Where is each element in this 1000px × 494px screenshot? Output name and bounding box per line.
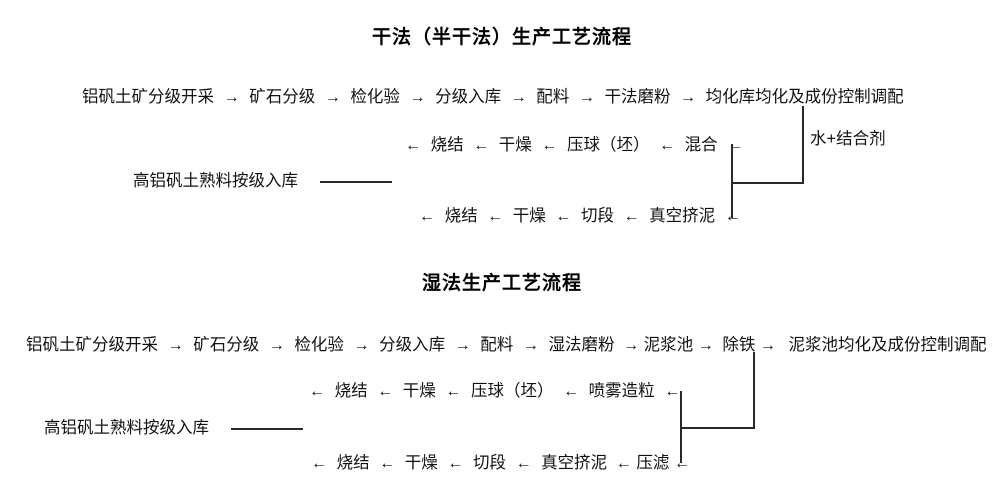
arrow-left-icon: ← [487,208,504,225]
dry-connector-vertical-left [731,144,733,218]
wet-flow-row-4: ← 烧结 ← 干燥 ← 切段 ← 真空挤泥 ← 压滤 ← [310,452,690,475]
dry-node-sintering: 烧结 [430,136,464,154]
wet-node-filter-press: 压滤 [636,454,670,472]
wet-flow-row-2: ← 烧结 ← 干燥 ← 压球（坯） ← 喷雾造粒 ← [308,380,681,403]
arrow-left-icon: ← [419,208,435,225]
wet-node-slurry-pool: 泥浆池 [643,336,694,354]
arrow-left-icon: ← [515,455,532,472]
arrow-left-icon: ← [615,455,632,472]
arrow-left-icon: ← [309,383,325,400]
wet-node-slurry-homogenizing: 泥浆池均化及成份控制调配 [788,336,987,354]
wet-node-ore-grading: 矿石分级 [193,336,260,354]
wet-node-graded-storage: 分级入库 [379,336,446,354]
wet-node-batching: 配料 [480,336,514,354]
wet-clinker-feed-line [231,428,303,430]
dry-connector-horizontal [731,182,803,184]
dry-node-cutting: 切段 [580,207,614,225]
dry-node-ore-grading: 矿石分级 [249,88,316,106]
dry-flow-row-2: ← 烧结 ← 干燥 ← 压球（坯） ← 混合 ← [404,134,744,157]
arrow-right-icon: → [454,337,471,354]
arrow-right-icon: → [167,337,184,354]
arrow-left-icon: ← [447,455,464,472]
arrow-right-icon: → [268,337,285,354]
arrow-right-icon: → [759,337,776,354]
arrow-left-icon: ← [379,455,396,472]
arrow-left-icon: ← [563,383,580,400]
wet-connector-vertical-right [753,352,755,429]
arrow-left-icon: ← [673,455,690,472]
wet-node-sintering: 烧结 [334,382,368,400]
dry-connector-vertical-right [802,106,804,184]
dry-clinker-feed-line [320,181,392,183]
wet-connector-horizontal [680,427,754,429]
arrow-right-icon: → [623,337,640,354]
arrow-right-icon: → [680,89,697,106]
arrow-left-icon: ← [659,137,676,154]
dry-flow-row-4: ← 烧结 ← 干燥 ← 切段 ← 真空挤泥 ← [418,205,742,228]
arrow-left-icon: ← [724,208,741,225]
wet-flow-row-3: 高铝矾土熟料按级入库 [44,417,209,439]
dry-node-sintering-2: 烧结 [444,207,478,225]
wet-node-cutting: 切段 [472,454,506,472]
wet-node-sintering-2: 烧结 [336,454,370,472]
arrow-left-icon: ← [311,455,327,472]
arrow-left-icon: ← [727,137,744,154]
arrow-left-icon: ← [445,383,462,400]
arrow-right-icon: → [223,89,240,106]
dry-node-balling: 压球（坯） [566,136,650,154]
dry-node-vacuum-extrusion: 真空挤泥 [649,207,716,225]
wet-node-drying-2: 干燥 [404,454,438,472]
dry-process-title: 干法（半干法）生产工艺流程 [372,27,633,48]
arrow-right-icon: → [697,337,714,354]
wet-connector-vertical-left [680,391,682,463]
arrow-right-icon: → [578,89,595,106]
arrow-right-icon: → [353,337,370,354]
dry-node-batching: 配料 [536,88,570,106]
wet-node-spray-granulation: 喷雾造粒 [588,382,655,400]
wet-node-clinker-storage: 高铝矾土熟料按级入库 [44,419,209,437]
arrow-left-icon: ← [555,208,572,225]
wet-node-drying: 干燥 [402,382,436,400]
arrow-left-icon: ← [473,137,490,154]
dry-node-clinker-storage: 高铝矾土熟料按级入库 [133,172,298,190]
wet-node-inspection: 检化验 [294,336,344,354]
arrow-right-icon: → [522,337,539,354]
dry-node-drying: 干燥 [498,136,532,154]
wet-flow-row-1: 铝矾土矿分级开采 → 矿石分级 → 检化验 → 分级入库 → 配料 → 湿法磨粉… [26,334,987,357]
wet-node-mining: 铝矾土矿分级开采 [26,336,158,354]
dry-node-dry-milling: 干法磨粉 [604,88,671,106]
wet-node-vacuum-extrusion: 真空挤泥 [541,454,608,472]
dry-node-mining: 铝矾土矿分级开采 [82,88,214,106]
dry-additive-note: 水+结合剂 [810,130,886,148]
arrow-right-icon: → [409,89,426,106]
dry-flow-row-3: 高铝矾土熟料按级入库 [133,170,298,192]
wet-process-title: 湿法生产工艺流程 [422,273,583,294]
arrow-left-icon: ← [623,208,640,225]
dry-node-inspection: 检化验 [350,88,400,106]
wet-node-iron-removal: 除铁 [722,336,756,354]
dry-node-mixing: 混合 [684,136,718,154]
dry-flow-row-1: 铝矾土矿分级开采 → 矿石分级 → 检化验 → 分级入库 → 配料 → 干法磨粉… [82,86,904,109]
arrow-right-icon: → [510,89,527,106]
dry-node-homogenizing: 均化库均化及成份控制调配 [705,88,904,106]
wet-node-wet-milling: 湿法磨粉 [548,336,615,354]
arrow-left-icon: ← [377,383,394,400]
arrow-left-icon: ← [664,383,681,400]
arrow-left-icon: ← [541,137,558,154]
dry-node-drying-2: 干燥 [512,207,546,225]
arrow-left-icon: ← [405,137,421,154]
dry-node-graded-storage: 分级入库 [435,88,502,106]
wet-node-balling: 压球（坯） [470,382,554,400]
arrow-right-icon: → [324,89,341,106]
